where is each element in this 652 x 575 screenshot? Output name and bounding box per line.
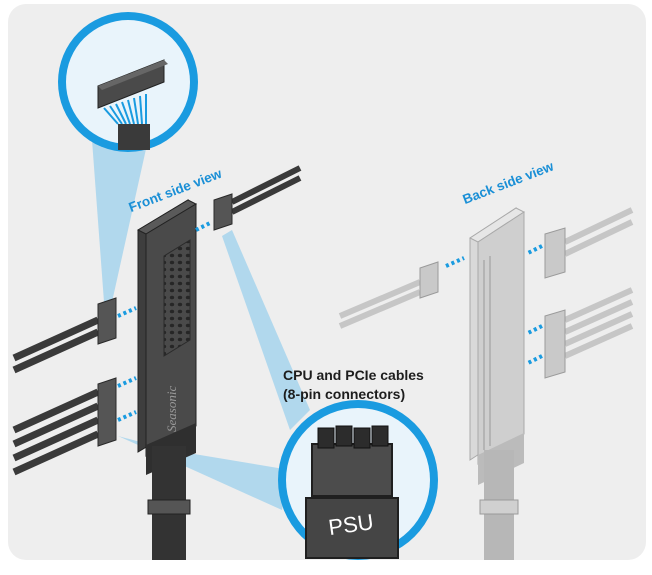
brand-logo: Seasonic [164, 386, 179, 432]
module-vent-grille [163, 239, 191, 357]
front-arrow-top [195, 220, 213, 232]
zoom-circle-psu: PSU [278, 400, 438, 560]
front-side-view: Seasonic [12, 165, 302, 560]
back-side-view [338, 207, 634, 560]
back-arrow-top [525, 244, 543, 256]
psu-label: PSU [327, 509, 375, 540]
zoom-circle-top [58, 12, 198, 152]
front-lower-left-cables [12, 377, 117, 476]
back-left-cable [338, 261, 439, 329]
back-arrow-mid [525, 324, 543, 336]
caption-line-2: (8-pin connectors) [283, 386, 406, 402]
front-left-cable [12, 297, 117, 374]
zoom-beam-cpu [222, 230, 310, 430]
cables-caption: CPU and PCIe cables (8-pin connectors) [283, 366, 424, 404]
caption-line-1: CPU and PCIe cables [283, 367, 424, 383]
psu-socket [305, 497, 399, 559]
zoom-beam-top [92, 140, 148, 302]
back-right-bottom-cables [544, 287, 634, 379]
back-arrow-bottom [525, 354, 543, 366]
front-upper-right-cable [213, 165, 302, 231]
back-right-top-cable [544, 207, 634, 279]
